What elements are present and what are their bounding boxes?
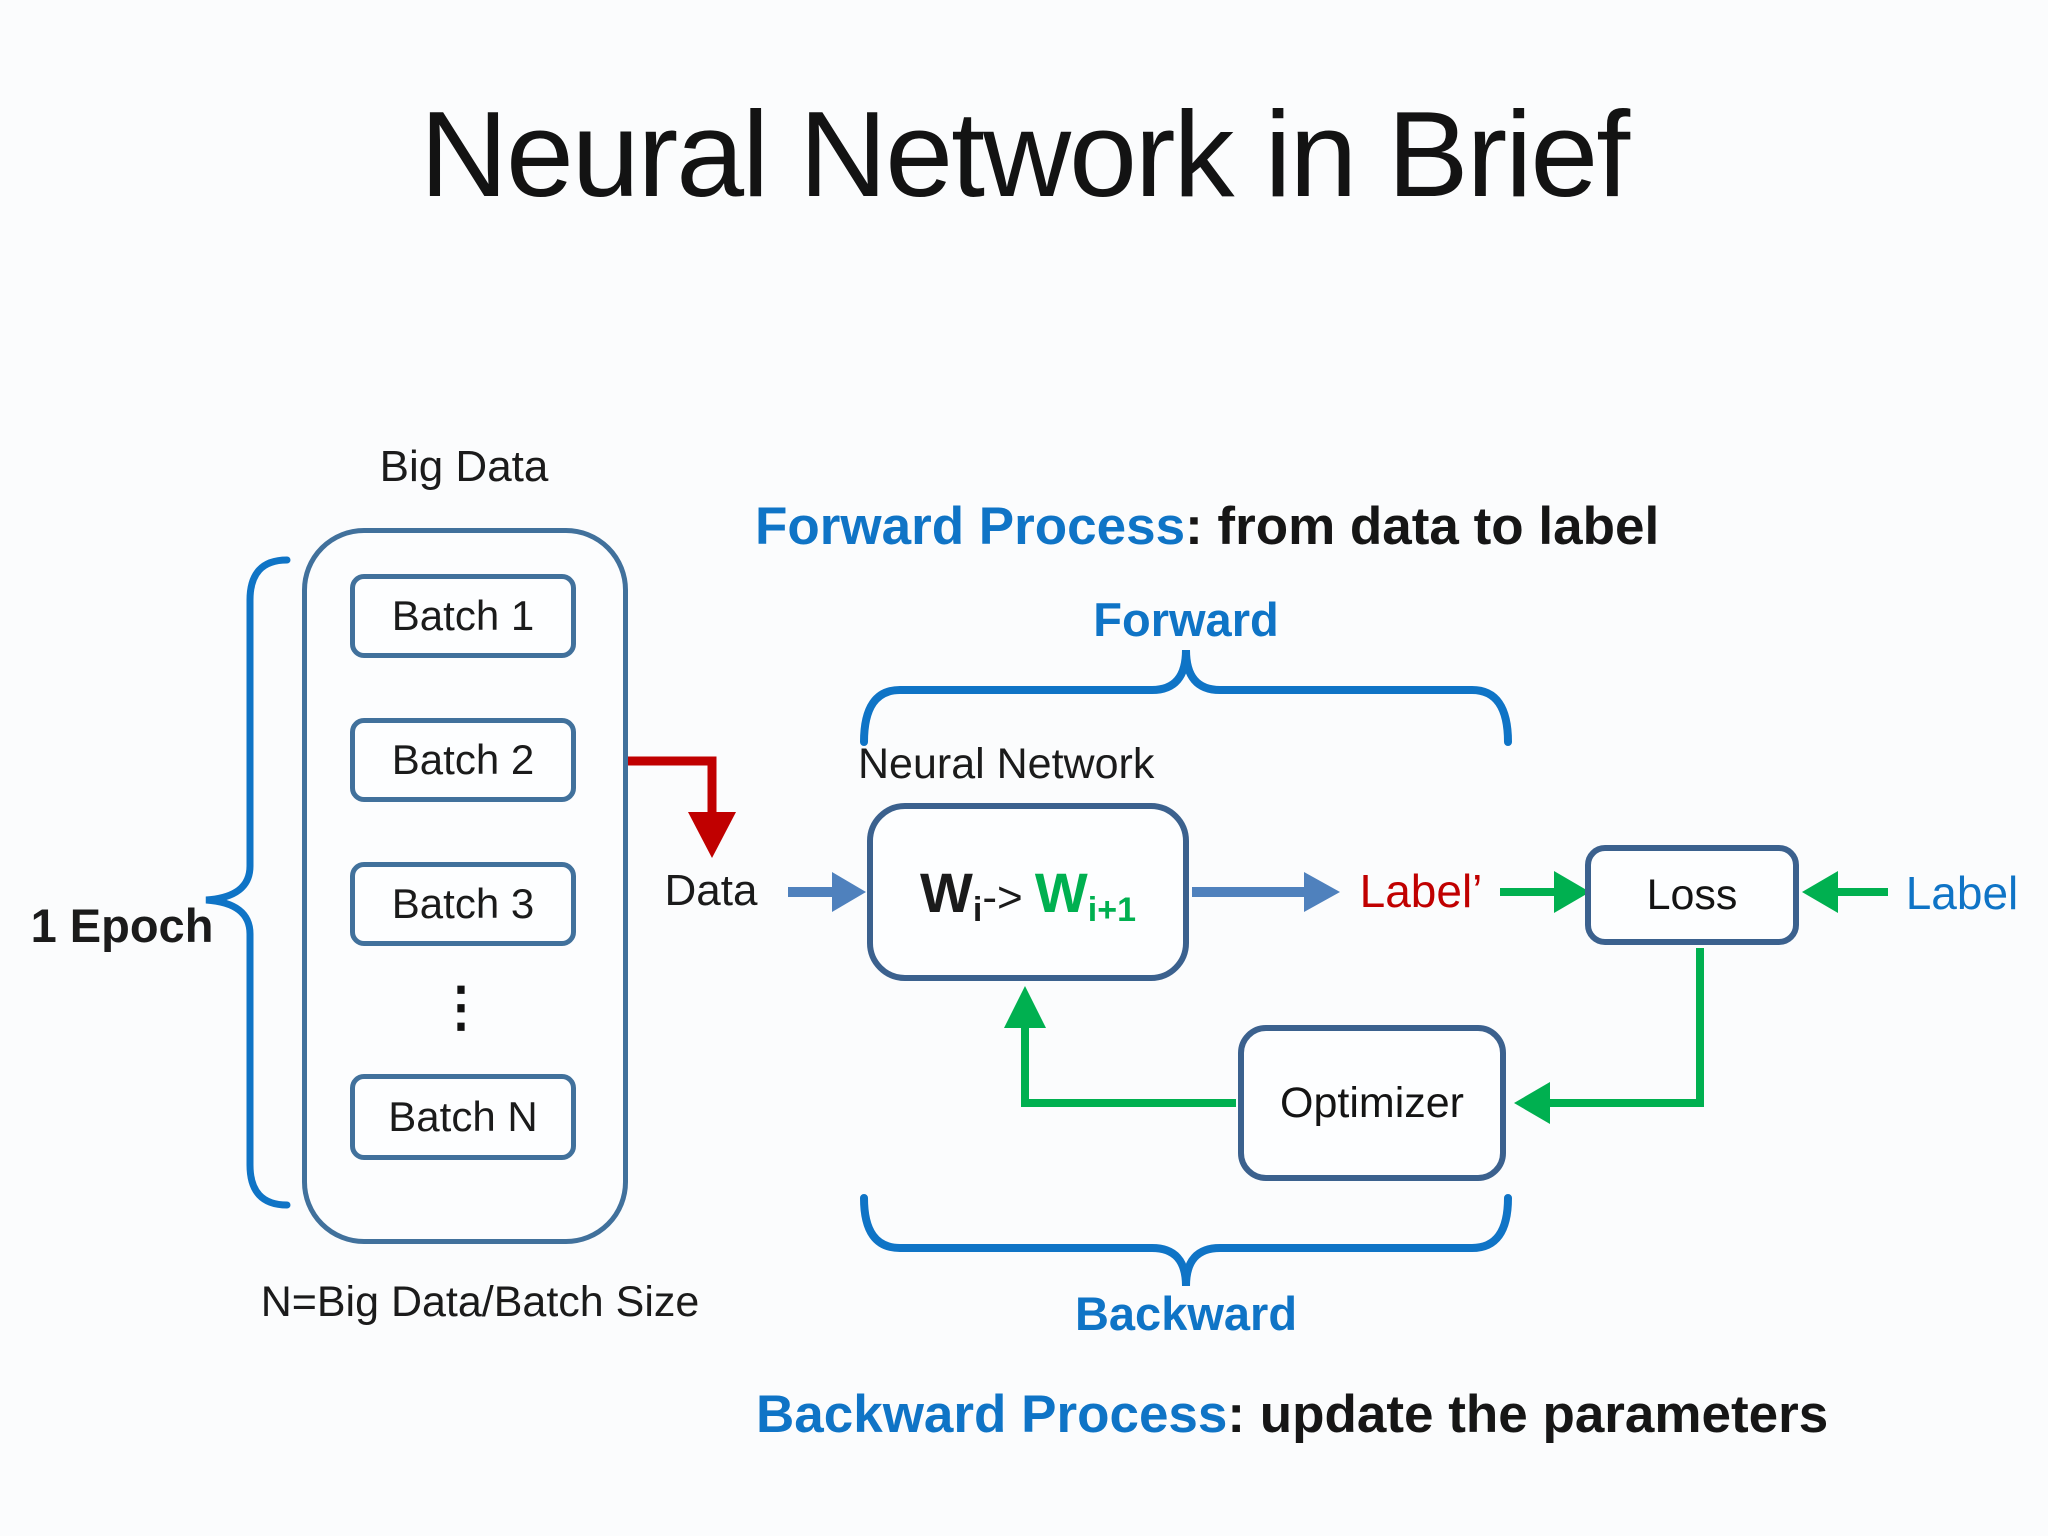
label-text: Label [1905, 867, 2019, 919]
optimizer-label: Optimizer [1280, 1078, 1464, 1127]
backward-process-heading-colored: Backward Process [756, 1385, 1228, 1444]
batch2-to-data-arrowhead [688, 812, 736, 858]
batch-1-box: Batch 1 [350, 574, 576, 658]
backward-brace-label: Backward [1074, 1287, 1298, 1340]
nn-to-labelprime-arrowhead [1304, 872, 1340, 912]
forward-brace [860, 649, 1512, 746]
batch-1-label: Batch 1 [391, 592, 535, 639]
slide-title: Neural Network in Brief [419, 86, 1630, 222]
forward-process-heading-colored: Forward Process [755, 497, 1186, 556]
big-data-label: Big Data [379, 442, 549, 491]
batch-3-label: Batch 3 [391, 880, 535, 927]
weight-out: W [1034, 860, 1088, 924]
epoch-label: 1 Epoch [30, 899, 214, 952]
weight-in-subscript: i [972, 891, 983, 930]
optimizer-to-nn-arrowhead [1004, 986, 1046, 1028]
label-prime-text: Label’ [1359, 865, 1483, 917]
backward-process-heading-rest: : update the parameters [1227, 1385, 1829, 1444]
backward-process-heading: Backward Process: update the parameters [756, 1384, 1828, 1445]
batch-size-formula: N=Big Data/Batch Size [260, 1278, 700, 1326]
weight-arrow: -> [982, 872, 1023, 922]
batch-n-label: Batch N [388, 1093, 538, 1140]
weight-update-formula: Wi-> Wi+1 [920, 860, 1136, 930]
optimizer-box: Optimizer [1238, 1025, 1506, 1181]
loss-to-optimizer-arrowhead [1514, 1082, 1550, 1124]
batch-ellipsis: ⋮ [434, 977, 488, 1037]
loss-box: Loss [1585, 845, 1799, 945]
label-to-loss-arrowhead [1802, 871, 1838, 913]
labelprime-to-loss-arrowhead [1554, 871, 1590, 913]
batch-2-label: Batch 2 [391, 736, 535, 783]
backward-brace [860, 1194, 1512, 1287]
weight-out-subscript: i+1 [1087, 891, 1136, 930]
optimizer-to-nn-arrow [1021, 1024, 1236, 1107]
weight-in: W [920, 860, 973, 924]
batch-3-box: Batch 3 [350, 862, 576, 946]
loss-to-optimizer-arrow [1546, 948, 1704, 1107]
forward-process-heading-rest: : from data to label [1185, 497, 1660, 556]
data-label: Data [664, 866, 758, 915]
epoch-brace [205, 556, 291, 1209]
loss-label: Loss [1646, 870, 1738, 919]
neural-network-label: Neural Network [858, 740, 1155, 788]
batch-n-box: Batch N [350, 1074, 576, 1160]
forward-brace-label: Forward [1093, 593, 1279, 646]
batch-2-box: Batch 2 [350, 718, 576, 802]
forward-process-heading: Forward Process: from data to label [755, 496, 1659, 557]
neural-network-box: Wi-> Wi+1 [867, 803, 1189, 981]
data-to-nn-arrowhead [832, 872, 866, 912]
